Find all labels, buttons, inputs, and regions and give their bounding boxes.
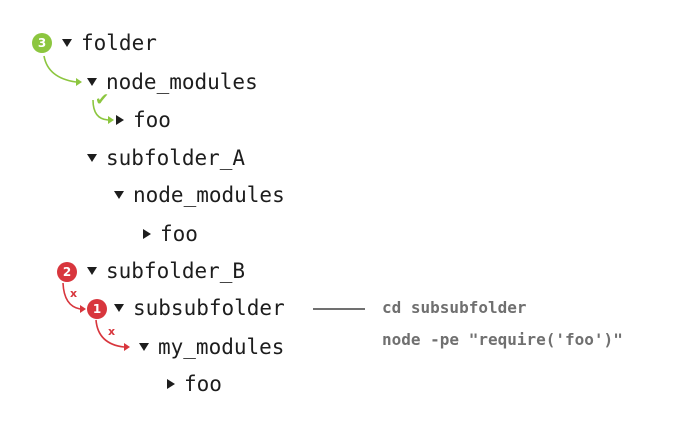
tree-item-foo-2[interactable]: foo bbox=[143, 219, 198, 249]
tree-item-label: subsubfolder bbox=[133, 296, 285, 320]
tree-item-folder[interactable]: folder bbox=[62, 28, 157, 58]
green-arrowhead-check bbox=[108, 116, 114, 124]
expand-triangle-icon bbox=[87, 154, 97, 162]
tree-item-label: foo bbox=[160, 222, 198, 246]
collapsed-triangle-icon bbox=[143, 229, 151, 239]
cross-icon: x bbox=[108, 325, 116, 338]
tree-item-label: foo bbox=[184, 372, 222, 396]
red-arrowhead-2 bbox=[80, 305, 86, 313]
tree-item-label: node_modules bbox=[106, 70, 258, 94]
tree-item-label: my_modules bbox=[158, 335, 285, 359]
tree-item-label: foo bbox=[133, 108, 171, 132]
green-arrowhead-3 bbox=[76, 78, 82, 86]
cross-icon: x bbox=[70, 287, 78, 300]
tree-item-subfolder-a[interactable]: subfolder_A bbox=[87, 143, 245, 173]
expand-triangle-icon bbox=[87, 78, 97, 86]
tree-item-label: node_modules bbox=[133, 183, 285, 207]
tree-item-label: subfolder_B bbox=[106, 259, 246, 283]
expand-triangle-icon bbox=[114, 191, 124, 199]
step-badge-3: 3 bbox=[32, 33, 52, 53]
tree-item-foo-1[interactable]: foo bbox=[116, 105, 171, 135]
expand-triangle-icon bbox=[87, 267, 97, 275]
green-arrow-3 bbox=[43, 55, 77, 83]
tree-item-my-modules[interactable]: my_modules bbox=[139, 332, 284, 362]
red-arrow-1 bbox=[95, 319, 125, 348]
tree-item-subfolder-b[interactable]: subfolder_B bbox=[87, 256, 245, 286]
check-icon: ✔ bbox=[95, 90, 110, 110]
command-line-2: node -pe "require('foo')" bbox=[382, 330, 623, 349]
step-badge-2: 2 bbox=[57, 262, 77, 282]
collapsed-triangle-icon bbox=[116, 115, 124, 125]
tree-item-label: folder bbox=[81, 31, 157, 55]
expand-triangle-icon bbox=[114, 304, 124, 312]
red-arrowhead-1 bbox=[124, 343, 130, 351]
command-line-1: cd subsubfolder bbox=[382, 298, 527, 317]
tree-item-foo-3[interactable]: foo bbox=[167, 369, 222, 399]
tree-item-node-modules-2[interactable]: node_modules bbox=[114, 180, 285, 210]
tree-item-node-modules-1[interactable]: node_modules bbox=[87, 67, 258, 97]
green-arrow-check bbox=[92, 99, 109, 121]
expand-triangle-icon bbox=[62, 39, 72, 47]
tree-item-subsubfolder[interactable]: subsubfolder bbox=[114, 293, 285, 323]
red-arrow-2 bbox=[62, 282, 81, 310]
expand-triangle-icon bbox=[139, 343, 149, 351]
step-badge-1: 1 bbox=[87, 299, 107, 319]
collapsed-triangle-icon bbox=[167, 379, 175, 389]
tree-item-label: subfolder_A bbox=[106, 146, 246, 170]
